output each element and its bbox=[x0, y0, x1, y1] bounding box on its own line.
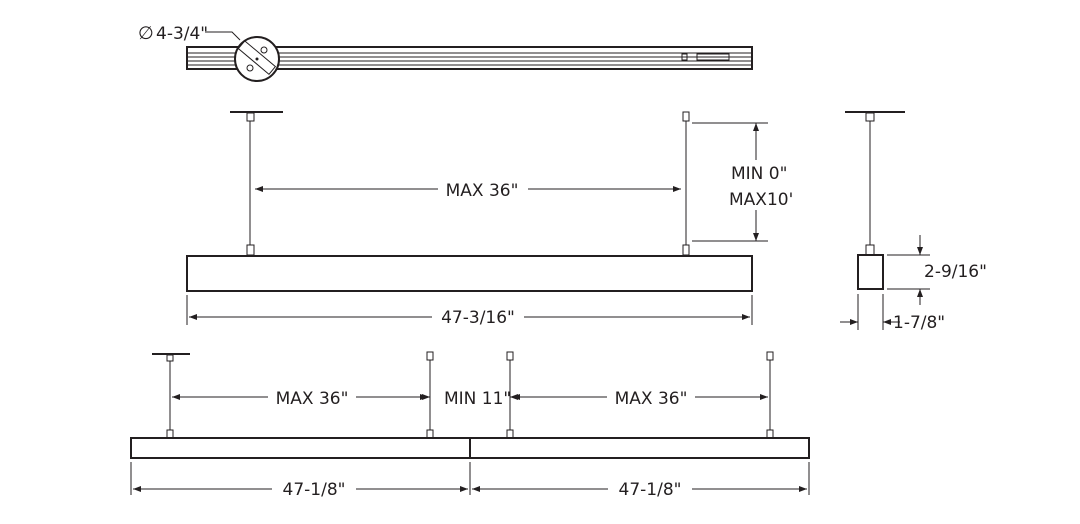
side-view: 2-9/16" 1-7/8" bbox=[840, 111, 987, 333]
length-left-label: 47-1/8" bbox=[283, 480, 346, 500]
row-view: MAX 36" MIN 11" MAX 36" 47-1/8" 47-1/8" bbox=[130, 351, 810, 500]
spacing-left-label: MAX 36" bbox=[276, 389, 349, 409]
front-view: MAX 36" MIN 0" MAX10' 47-3/16" bbox=[186, 111, 793, 328]
cable-spacing-label: MAX 36" bbox=[446, 181, 519, 201]
height-label: 2-9/16" bbox=[924, 262, 987, 282]
fixture-right bbox=[469, 437, 810, 459]
fixture-top-outline bbox=[186, 46, 753, 70]
fixture-body bbox=[186, 255, 753, 292]
fixture-end-profile bbox=[857, 254, 884, 290]
length-right-label: 47-1/8" bbox=[619, 480, 682, 500]
drop-min-label: MIN 0" bbox=[731, 164, 787, 184]
spacing-middle-label: MIN 11" bbox=[444, 389, 511, 409]
top-view: ∅ 4-3/4" bbox=[138, 23, 753, 82]
fixture-length-label: 47-3/16" bbox=[441, 308, 515, 328]
fixture-left bbox=[130, 437, 471, 459]
drop-max-label: MAX10' bbox=[729, 190, 793, 210]
canopy-diameter-label: 4-3/4" bbox=[156, 24, 208, 44]
diameter-symbol: ∅ bbox=[138, 23, 154, 44]
spacing-right-label: MAX 36" bbox=[615, 389, 688, 409]
width-label: 1-7/8" bbox=[893, 313, 945, 333]
